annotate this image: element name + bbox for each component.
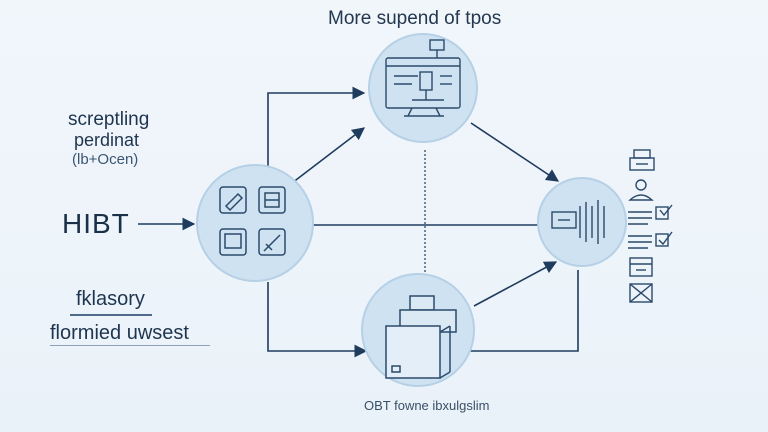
- barcode-scanner-icon: [551, 200, 605, 244]
- left-label-line-4: fklasory: [76, 288, 145, 310]
- label-underline-thin: [50, 345, 210, 346]
- edges: [138, 86, 579, 358]
- user-icon: [628, 179, 654, 201]
- edge-right-down-to-bottom: [464, 270, 579, 352]
- left-label-line-3: (lb+Ocen): [72, 151, 139, 168]
- calendar-icon: [629, 257, 653, 277]
- printer-icon: [629, 149, 655, 171]
- left-label-line-1: screptling: [68, 109, 150, 130]
- bottom-caption: OBT fowne ibxulgslim: [364, 398, 490, 413]
- checklist-icon-2: [628, 231, 673, 249]
- edge-bottom-to-right: [473, 261, 558, 307]
- edge-left-down-to-bottom: [267, 282, 368, 358]
- printer-box-icon: [385, 295, 457, 379]
- node-left: [196, 164, 314, 282]
- edge-top-to-right: [470, 122, 560, 182]
- side-icon-column: [628, 149, 673, 303]
- edge-left-up-to-top: [267, 86, 366, 170]
- left-label-line-5: flormied uwsest: [50, 322, 189, 344]
- left-label-line-2: perdinat: [74, 130, 140, 150]
- close-box-icon: [629, 283, 653, 303]
- edge-left-to-top-diagonal: [291, 127, 366, 184]
- monitor-chart-icon: [385, 39, 461, 117]
- tool-grid-icon: [219, 186, 286, 256]
- checklist-icon: [628, 204, 673, 225]
- node-bottom: [361, 273, 475, 387]
- label-underline: [70, 314, 152, 316]
- node-right: [537, 177, 627, 267]
- diagram-title: More supend of tpos: [328, 8, 502, 29]
- node-top: [368, 33, 478, 143]
- main-input-label: HIBT: [62, 208, 130, 239]
